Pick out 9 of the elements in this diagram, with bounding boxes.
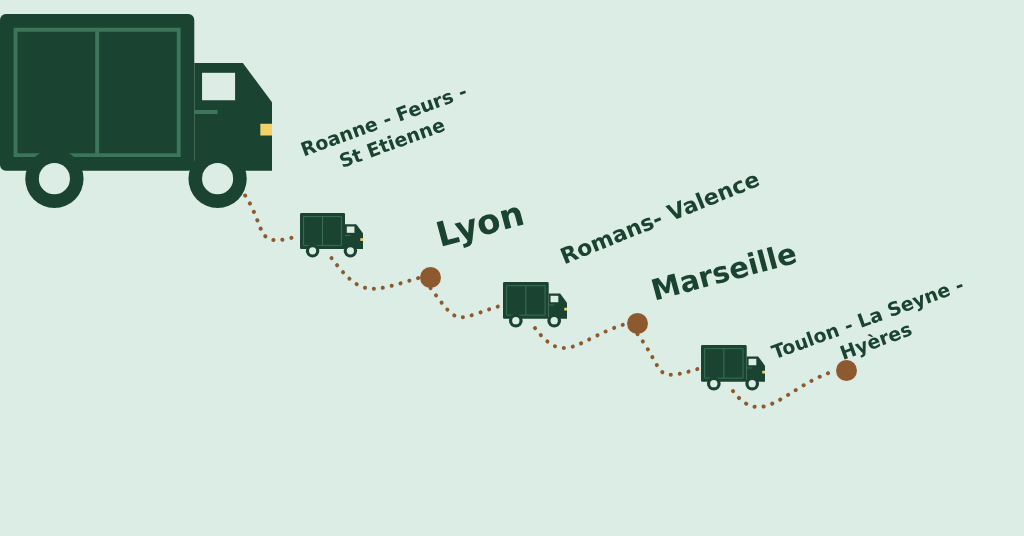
route-dot	[836, 360, 857, 381]
truck-icon	[701, 345, 765, 391]
truck-icon	[503, 282, 567, 328]
place-name: Lyon	[430, 191, 530, 257]
truck-icon	[0, 14, 272, 210]
route-dot	[627, 313, 648, 334]
truck-icon	[300, 213, 363, 258]
route-line	[329, 256, 422, 291]
route-dot	[420, 267, 441, 288]
